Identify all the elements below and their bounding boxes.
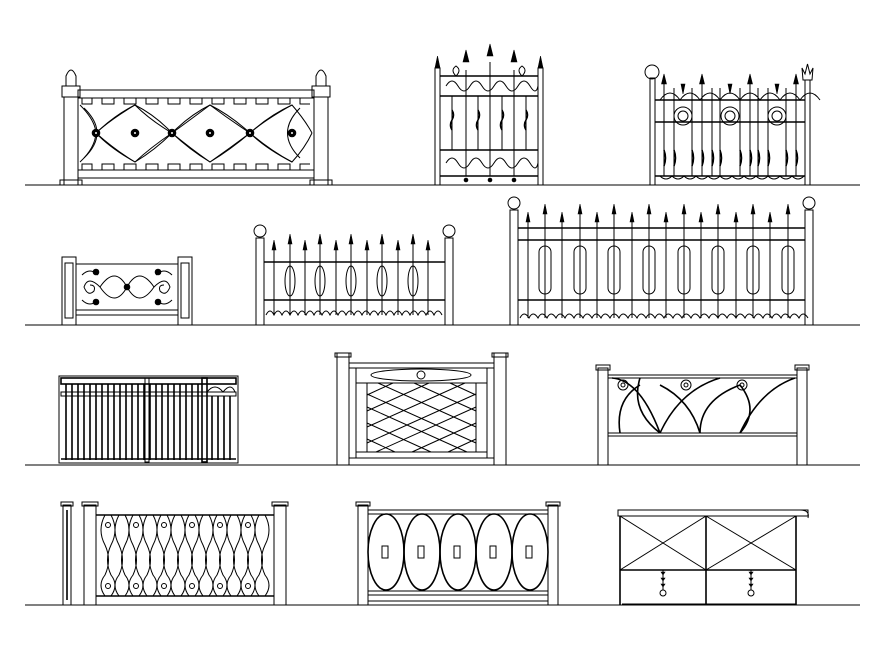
fence-panel-4: [61, 256, 193, 326]
fence-panel-7: [58, 375, 239, 464]
fence-panel-2: [434, 43, 544, 186]
fence-panel-11: [355, 501, 561, 606]
fence-panel-5: [253, 224, 456, 326]
fence-panel-1: [59, 69, 333, 186]
fence-panel-8: [334, 352, 509, 466]
fence-panel-12: [617, 509, 809, 605]
fence-panel-6: [507, 196, 816, 326]
fence-panel-3: [644, 63, 821, 186]
fence-panel-9: [595, 364, 810, 466]
fence-panel-10: [60, 501, 289, 606]
